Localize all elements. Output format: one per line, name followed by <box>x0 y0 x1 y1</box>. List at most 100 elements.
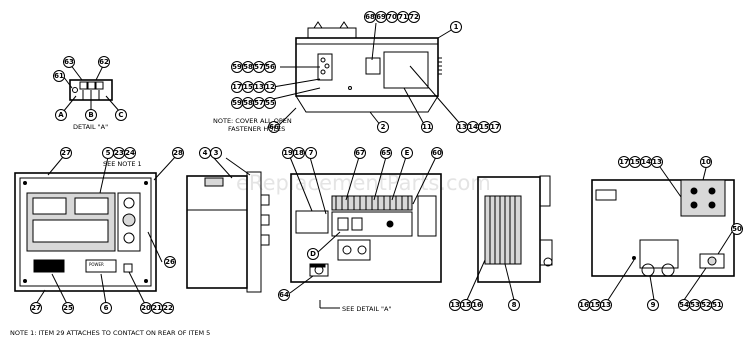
callout-group-59-56: 59 58 57 56 <box>231 61 276 73</box>
svg-text:6: 6 <box>104 304 109 312</box>
side-view-drawing <box>186 171 270 293</box>
detail-a-drawing <box>62 63 121 113</box>
callout-27-bottom: 27 <box>30 302 42 314</box>
svg-text:E: E <box>405 149 410 157</box>
callout-group-13-15-16: 13 15 16 <box>449 299 483 311</box>
callout-10: 10 <box>700 156 712 168</box>
callout-group-68-72: 68 69 70 71 72 <box>364 11 420 23</box>
inner-leaders <box>289 156 437 309</box>
svg-text:55: 55 <box>265 99 275 107</box>
svg-text:B: B <box>88 111 93 119</box>
fan-leaders <box>607 166 733 301</box>
side-leaders <box>213 157 251 179</box>
callout-group-59-55: 59 58 57 55 <box>231 97 276 109</box>
svg-text:62: 62 <box>99 58 109 66</box>
svg-text:27: 27 <box>61 149 71 157</box>
svg-text:26: 26 <box>165 258 175 266</box>
svg-text:9: 9 <box>651 301 656 309</box>
callout-D: D <box>307 248 319 260</box>
svg-text:59: 59 <box>232 63 242 71</box>
svg-text:58: 58 <box>243 99 253 107</box>
svg-text:16: 16 <box>472 301 482 309</box>
callout-6: 6 <box>100 302 112 314</box>
callout-8: 8 <box>508 299 520 311</box>
callout-27-top: 27 <box>60 147 72 159</box>
fan-view-drawing <box>591 179 735 277</box>
callout-50: 50 <box>731 223 743 235</box>
svg-text:54: 54 <box>679 301 689 309</box>
footer-note: NOTE 1: ITEM 29 ATTACHES TO CONTACT ON R… <box>10 329 210 337</box>
svg-text:14: 14 <box>468 123 478 131</box>
callout-7: 7 <box>305 147 317 159</box>
svg-text:1: 1 <box>454 23 459 31</box>
svg-text:72: 72 <box>409 13 419 21</box>
svg-text:19: 19 <box>283 149 293 157</box>
svg-text:65: 65 <box>381 149 391 157</box>
svg-text:13: 13 <box>601 301 611 309</box>
callout-61: 61 <box>53 70 65 82</box>
svg-text:68: 68 <box>365 13 375 21</box>
svg-text:58: 58 <box>243 63 253 71</box>
svg-text:15: 15 <box>243 83 253 91</box>
svg-text:D: D <box>310 250 316 258</box>
callout-group-16-15-13-fan: 16 15 13 <box>578 299 612 311</box>
callout-1: 1 <box>450 21 462 33</box>
inner-panel-drawing <box>290 173 442 283</box>
front-panel-drawing: POWER <box>14 172 157 292</box>
svg-text:67: 67 <box>355 149 365 157</box>
svg-text:50: 50 <box>732 225 742 233</box>
svg-text:13: 13 <box>457 123 467 131</box>
svg-text:10: 10 <box>701 158 711 166</box>
svg-text:23: 23 <box>114 149 124 157</box>
svg-text:71: 71 <box>398 13 408 21</box>
svg-text:4: 4 <box>203 149 208 157</box>
svg-text:60: 60 <box>432 149 442 157</box>
svg-text:52: 52 <box>701 301 711 309</box>
callout-group-4-3: 4 3 <box>199 147 222 159</box>
svg-text:5: 5 <box>106 149 111 157</box>
callout-9: 9 <box>647 299 659 311</box>
callout-26: 26 <box>164 256 176 268</box>
svg-text:57: 57 <box>254 63 264 71</box>
front-leaders <box>35 155 177 305</box>
detail-a-title: DETAIL "A" <box>73 123 108 131</box>
svg-text:POWER: POWER <box>89 262 104 267</box>
rear-leaders <box>466 259 515 301</box>
callout-A: A <box>55 109 67 121</box>
svg-text:12: 12 <box>265 83 275 91</box>
callout-group-13-17-top: 13 14 15 17 <box>456 121 501 133</box>
svg-text:14: 14 <box>641 158 651 166</box>
callout-group-5-23-24: 5 23 24 <box>102 147 136 159</box>
svg-text:13: 13 <box>254 83 264 91</box>
svg-text:53: 53 <box>690 301 700 309</box>
svg-text:56: 56 <box>265 63 275 71</box>
svg-text:69: 69 <box>376 13 386 21</box>
svg-text:2: 2 <box>381 123 386 131</box>
svg-text:63: 63 <box>64 58 74 66</box>
callout-11: 11 <box>421 121 433 133</box>
svg-text:61: 61 <box>54 72 64 80</box>
svg-text:8: 8 <box>512 301 517 309</box>
callout-28: 28 <box>172 147 184 159</box>
callout-group-17-12: 17 15 13 12 <box>231 81 276 93</box>
callout-64: 64 <box>278 289 290 301</box>
svg-text:18: 18 <box>294 149 304 157</box>
svg-text:70: 70 <box>387 13 397 21</box>
svg-text:15: 15 <box>630 158 640 166</box>
svg-text:C: C <box>118 111 123 119</box>
callout-25: 25 <box>62 302 74 314</box>
callout-B: B <box>85 109 97 121</box>
svg-text:7: 7 <box>309 149 314 157</box>
svg-text:21: 21 <box>152 304 162 312</box>
see-detail-a: SEE DETAIL "A" <box>342 305 391 313</box>
cover-note-line2: FASTENER HOLES <box>228 125 285 133</box>
watermark: eReplacementParts.com <box>236 171 491 195</box>
svg-text:13: 13 <box>450 301 460 309</box>
svg-text:11: 11 <box>422 123 432 131</box>
svg-text:16: 16 <box>579 301 589 309</box>
svg-text:3: 3 <box>214 149 219 157</box>
callout-group-54-51: 54 53 52 51 <box>678 299 723 311</box>
svg-text:20: 20 <box>141 304 151 312</box>
svg-text:28: 28 <box>173 149 183 157</box>
